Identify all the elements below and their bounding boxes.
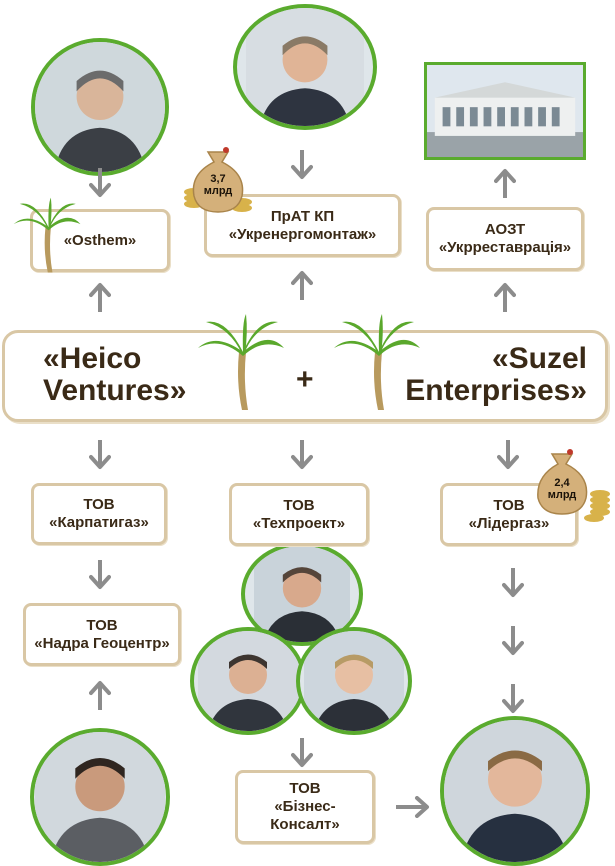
arrow-down-icon	[502, 626, 524, 656]
heico-ventures-label: «Heico Ventures»	[43, 343, 186, 406]
palm-tree-icon	[12, 196, 82, 279]
box-label-line1: ТОВ	[283, 496, 315, 514]
portrait-photo-bottom-right	[440, 716, 590, 866]
arrow-right-icon	[396, 796, 430, 818]
arrow-up-icon	[494, 168, 516, 198]
arrow-down-icon	[89, 440, 111, 470]
box-label-line2: «Надра Геоцентр»	[34, 634, 170, 652]
company-box-karpatygaz: ТОВ«Карпатигаз»	[31, 483, 167, 545]
company-box-ukrrestavratsiya: АОЗТ«Укрреставрація»	[426, 207, 584, 271]
amount-unit: млрд	[203, 184, 233, 197]
arrow-up-icon	[494, 282, 516, 312]
suzel-line2: Enterprises»	[405, 373, 587, 407]
box-label-line1: ТОВ	[83, 496, 115, 513]
offshore-companies-box: «Heico Ventures» + «Suzel Enterprises»	[2, 330, 608, 422]
amount-value: 2,4	[554, 477, 570, 489]
plus-sign: +	[296, 363, 314, 396]
company-box-nadra-geotsentr: ТОВ«Надра Геоцентр»	[23, 603, 181, 666]
arrow-up-icon	[291, 270, 313, 300]
arrow-down-icon	[502, 568, 524, 598]
suzel-enterprises-label: «Suzel Enterprises»	[405, 343, 587, 406]
box-label-line1: ТОВ	[493, 496, 525, 514]
arrow-up-icon	[89, 282, 111, 312]
suzel-line1: «Suzel	[491, 342, 587, 375]
portrait-photo-top-center	[233, 4, 377, 130]
arrow-up-icon	[89, 680, 111, 710]
portrait-photo-bottom-left	[30, 728, 170, 866]
portrait-photo-center-right	[296, 627, 412, 735]
heico-line1: «Heico	[43, 342, 142, 375]
heico-line2: Ventures»	[43, 373, 187, 407]
box-label-line2: «Бізнес-	[274, 798, 336, 815]
box-label-line2: «Укренергомонтаж»	[228, 225, 377, 243]
box-label-line2: «Техпроект»	[252, 514, 346, 532]
box-label-line2: «Лідергаз»	[468, 514, 550, 532]
box-label-line1: ТОВ	[86, 616, 118, 634]
arrow-down-icon	[502, 684, 524, 714]
portrait-photo-center-left	[190, 627, 306, 735]
amount-unit: млрд	[547, 488, 577, 501]
company-box-biznes-konsalt: ТОВ«Бізнес-Консалт»	[235, 770, 375, 844]
building-photo	[424, 62, 586, 160]
arrow-down-icon	[89, 168, 111, 198]
box-label-line1: ПрАТ КП	[270, 207, 335, 225]
amount-value: 3,7	[210, 173, 226, 185]
box-label-line1: ТОВ	[289, 780, 321, 797]
box-label: «Osthem»	[63, 231, 137, 249]
arrow-down-icon	[89, 560, 111, 590]
arrow-down-icon	[497, 440, 519, 470]
box-label-line3: Консалт»	[270, 816, 340, 833]
palm-tree-icon	[196, 312, 286, 417]
box-label-line1: АОЗТ	[484, 221, 526, 238]
company-box-tekhproekt: ТОВ«Техпроект»	[229, 483, 369, 546]
arrow-down-icon	[291, 150, 313, 180]
box-label-line2: «Укрреставрація»	[438, 239, 572, 256]
box-label-line2: «Карпатигаз»	[49, 514, 149, 531]
arrow-down-icon	[291, 440, 313, 470]
portrait-photo-top-left	[31, 38, 169, 176]
palm-tree-icon	[332, 312, 422, 417]
arrow-down-icon	[291, 738, 313, 768]
